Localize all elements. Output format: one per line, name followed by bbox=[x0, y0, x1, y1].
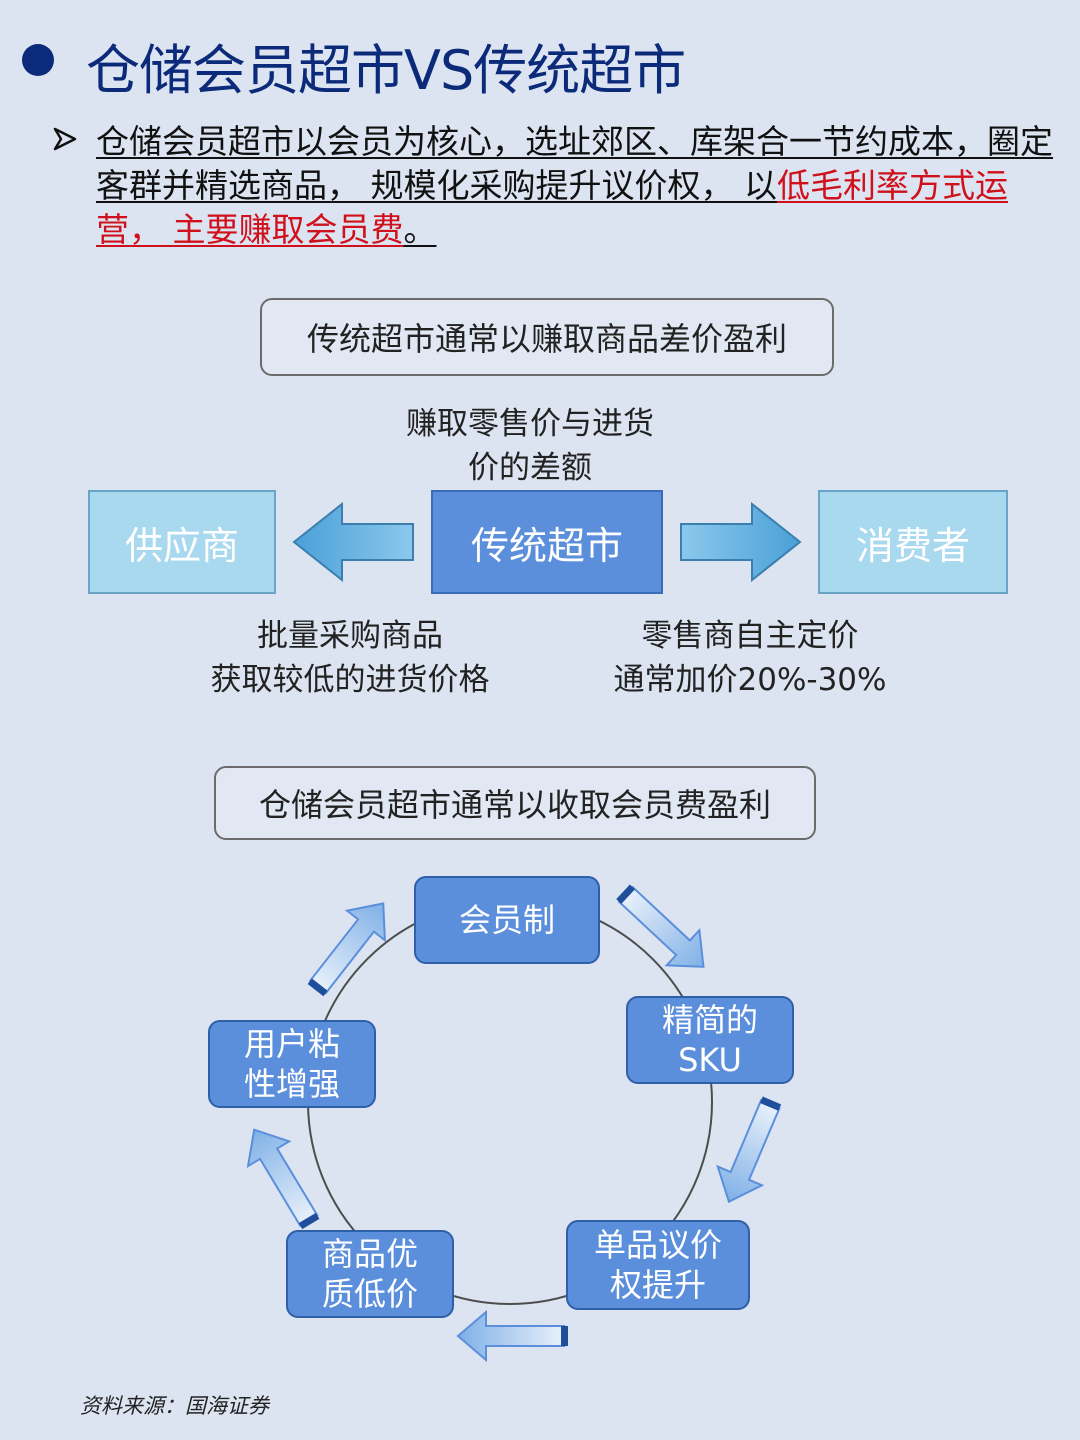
node-bargaining-power: 单品议价 权提升 bbox=[566, 1220, 750, 1310]
cycle-arrow-5-1 bbox=[307, 902, 387, 997]
cycle-arrow-2-3 bbox=[716, 1096, 782, 1204]
cycle-arrow-4-5 bbox=[246, 1128, 320, 1230]
node-membership: 会员制 bbox=[414, 876, 600, 964]
warehouse-header-box: 仓储会员超市通常以收取会员费盈利 bbox=[214, 766, 816, 840]
traditional-market-box: 传统超市 bbox=[431, 490, 663, 594]
node-lean-sku: 精简的 SKU bbox=[626, 996, 794, 1084]
pricing-note: 零售商自主定价 通常加价20%-30% bbox=[580, 614, 920, 702]
page-title: 仓储会员超市VS传统超市 bbox=[86, 39, 686, 102]
node-quality-low-price: 商品优 质低价 bbox=[286, 1230, 454, 1318]
consumer-box: 消费者 bbox=[818, 490, 1008, 594]
summary-text: 仓储会员超市以会员为核心，选址郊区、库架合一节约成本，圈定客群并精选商品， 规模… bbox=[96, 122, 1053, 205]
traditional-header-box: 传统超市通常以赚取商品差价盈利 bbox=[260, 298, 834, 376]
arrow-bullet-icon bbox=[53, 127, 77, 151]
margin-note-line1: 赚取零售价与进货 bbox=[406, 406, 654, 442]
purchase-note-line2: 获取较低的进货价格 bbox=[210, 662, 490, 698]
left-arrow-icon bbox=[292, 502, 414, 582]
cycle-arrow-1-2 bbox=[616, 884, 705, 968]
title-bullet-dot bbox=[22, 44, 54, 76]
pricing-note-line2: 通常加价20%-30% bbox=[613, 662, 887, 698]
summary-paragraph: 仓储会员超市以会员为核心，选址郊区、库架合一节约成本，圈定客群并精选商品， 规模… bbox=[96, 120, 1070, 252]
pricing-note-line1: 零售商自主定价 bbox=[641, 618, 859, 654]
summary-highlight: 低毛利率方式运营， 主要赚取会员费 bbox=[96, 166, 1008, 249]
supplier-box: 供应商 bbox=[88, 490, 276, 594]
right-arrow-icon bbox=[680, 502, 802, 582]
source-note: 资料来源：国海证券 bbox=[80, 1394, 269, 1418]
node-user-stickiness: 用户粘 性增强 bbox=[208, 1020, 376, 1108]
cycle-arrow-3-4 bbox=[456, 1309, 568, 1363]
summary-end: 。 bbox=[403, 210, 437, 249]
margin-note-line2: 价的差额 bbox=[468, 450, 592, 486]
purchase-note: 批量采购商品 获取较低的进货价格 bbox=[170, 614, 530, 702]
purchase-note-line1: 批量采购商品 bbox=[257, 618, 443, 654]
margin-note: 赚取零售价与进货 价的差额 bbox=[370, 402, 690, 490]
